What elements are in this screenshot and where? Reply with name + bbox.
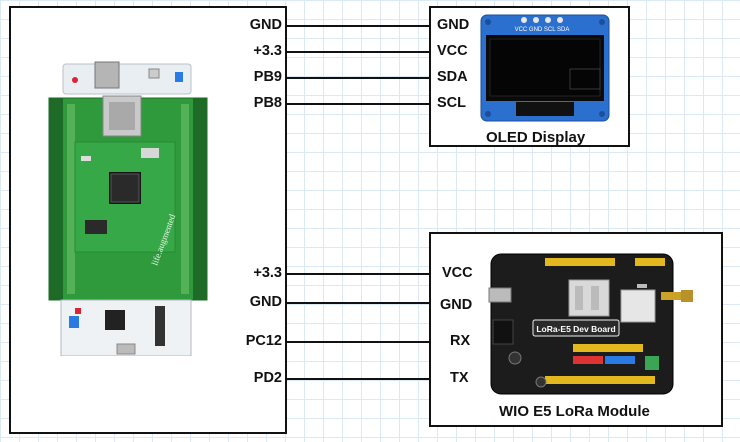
lora-title: WIO E5 LoRa Module [499, 403, 650, 420]
lora-pin-gnd: GND [440, 297, 473, 313]
wire-rx [287, 341, 429, 343]
oled-display-image: VCC GND SCL SDA [480, 14, 610, 122]
mcu-pin-3v3-bottom: +3.3 [253, 265, 282, 281]
lora-board-label: LoRa-E5 Dev Board [536, 324, 615, 334]
oled-pin-sda: SDA [437, 69, 468, 85]
oled-title: OLED Display [486, 129, 586, 146]
stm32-board-image: life.augmented [48, 61, 208, 356]
mcu-pin-pc12: PC12 [245, 333, 282, 349]
mcu-pin-pb9: PB9 [253, 69, 282, 85]
mcu-pin-pb8: PB8 [253, 95, 282, 111]
mcu-pin-3v3-top: +3.3 [253, 43, 282, 59]
lora-pin-rx: RX [450, 333, 471, 349]
lora-pin-tx: TX [450, 370, 469, 386]
wire-scl [287, 103, 429, 105]
oled-header-pins: VCC GND SCL SDA [515, 27, 570, 33]
wire-sda [287, 77, 429, 79]
mcu-pin-gnd-bottom: GND [249, 294, 282, 310]
oled-pin-scl: SCL [437, 95, 466, 111]
lora-pin-vcc: VCC [442, 265, 473, 281]
wire-tx [287, 378, 429, 380]
wire-vcc-lora [287, 273, 429, 275]
mcu-pin-pd2: PD2 [253, 370, 282, 386]
oled-pin-gnd: GND [437, 17, 470, 33]
mcu-pin-gnd-top: GND [249, 17, 282, 33]
wire-gnd-lora [287, 302, 429, 304]
lora-module-image: LoRa-E5 Dev Board [488, 253, 693, 395]
wire-vcc-oled [287, 51, 429, 53]
wire-gnd-oled [287, 25, 429, 27]
oled-pin-vcc: VCC [437, 43, 468, 59]
